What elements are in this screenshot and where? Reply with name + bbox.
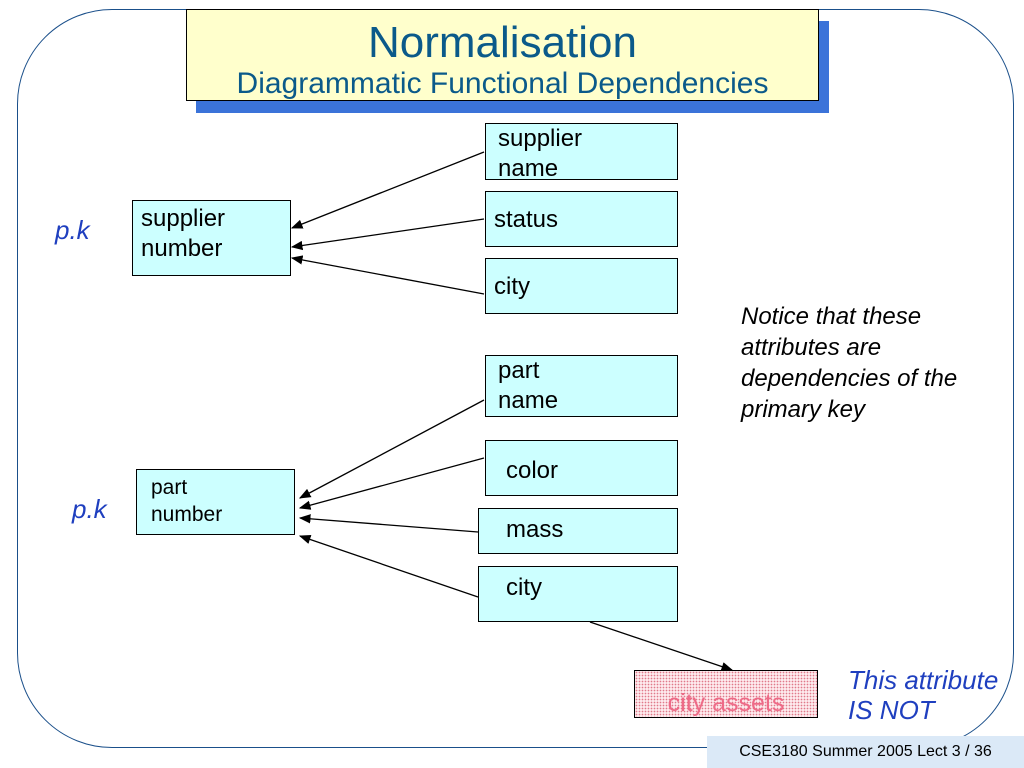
arrow-status (290, 218, 485, 251)
part-city-label: city (506, 574, 542, 601)
part-name-line-2: name (498, 387, 559, 414)
notice-text: Notice that these attributes are depende… (741, 303, 958, 423)
city-assets-box: city assets (634, 670, 818, 718)
arrow-supplier-city (290, 255, 485, 295)
supplier-name-box: supplier name (485, 123, 678, 180)
color-box: color (485, 440, 678, 496)
slide-subtitle: Diagrammatic Functional Dependencies (236, 67, 769, 100)
part-name-box: part name (485, 355, 678, 417)
supplier-number-box: supplier number (132, 200, 291, 276)
supplier-name-line-1: supplier (498, 125, 583, 152)
supplier-number-line-2: number (141, 235, 223, 262)
part-number-line-1: part (151, 476, 188, 499)
mass-box: mass (478, 508, 678, 554)
part-pk-label: p.k (72, 494, 107, 524)
status-label: status (494, 206, 559, 233)
part-number-line-2: number (151, 503, 223, 526)
part-number-box: part number (136, 469, 295, 535)
arrow-supplier-name (290, 151, 485, 229)
supplier-city-box: city (485, 258, 678, 314)
arrow-part-name (298, 399, 485, 499)
arrow-mass (298, 514, 479, 533)
status-box: status (485, 191, 678, 247)
supplier-number-line-1: supplier (141, 205, 226, 232)
supplier-pk-label: p.k (55, 215, 90, 245)
supplier-name-line-2: name (498, 155, 559, 180)
arrow-color (298, 457, 485, 510)
arrow-part-city (298, 534, 479, 598)
arrow-city-assets (589, 621, 734, 672)
mass-label: mass (506, 516, 564, 543)
supplier-city-label: city (494, 273, 530, 300)
title-box: Normalisation Diagrammatic Functional De… (186, 9, 819, 101)
color-label: color (506, 457, 559, 484)
slide-footer: CSE3180 Summer 2005 Lect 3 / 36 (707, 736, 1024, 768)
slide-title: Normalisation (368, 18, 637, 67)
part-name-line-1: part (498, 357, 540, 384)
part-city-box: city (478, 566, 678, 622)
not-dependency-note: This attribute IS NOT (848, 665, 999, 725)
